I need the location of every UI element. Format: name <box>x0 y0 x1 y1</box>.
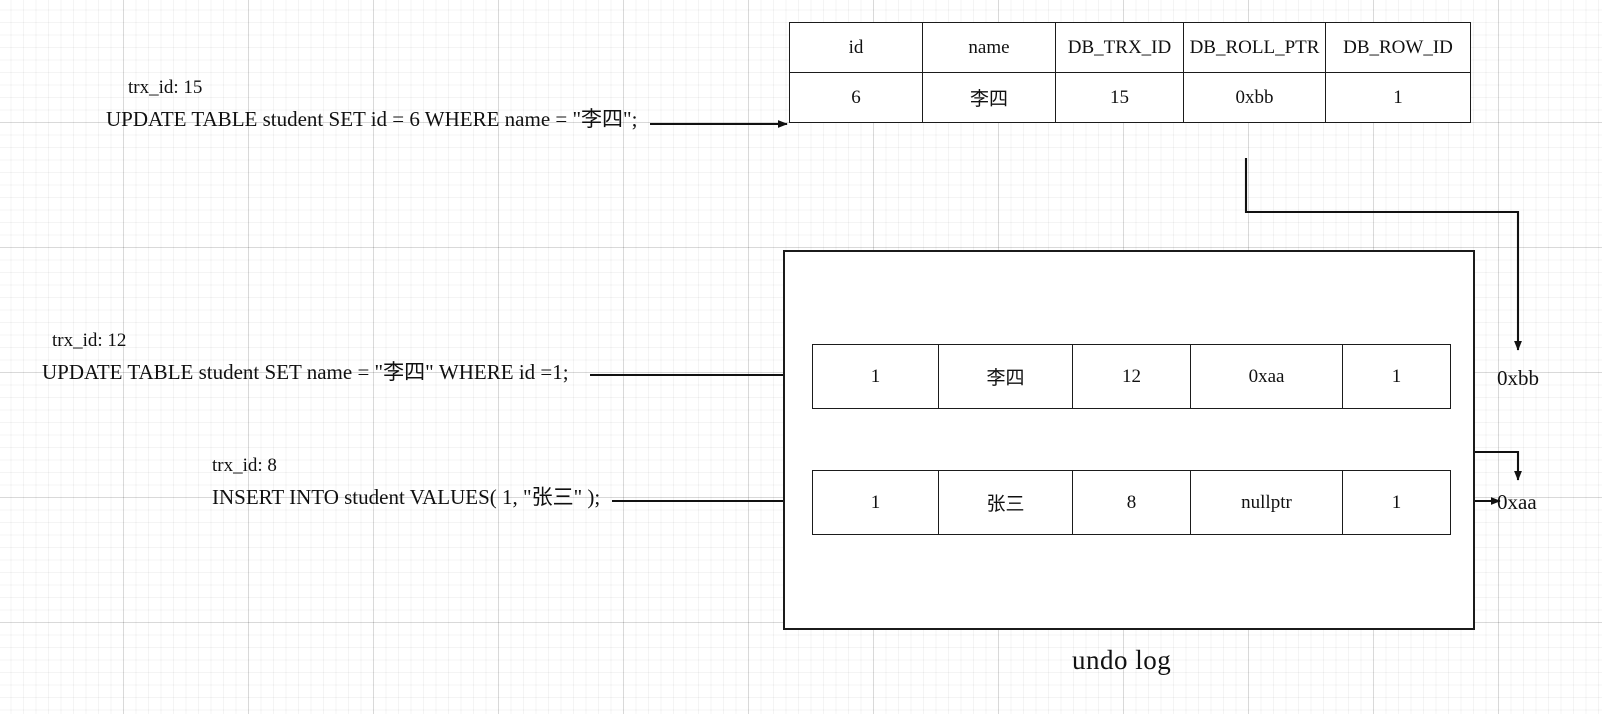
undo-row-1-cell-db-trx-id: 12 <box>1072 344 1191 409</box>
statement-block-3: trx_id: 8 INSERT INTO student VALUES( 1,… <box>212 456 600 508</box>
undo-row-1-cell-db-roll-ptr: 0xaa <box>1190 344 1343 409</box>
pointer-label-0xbb: 0xbb <box>1497 366 1539 390</box>
record-table-header-id: id <box>789 22 923 73</box>
statement-trx-id-2: trx_id: 12 <box>52 330 127 351</box>
undo-log-row-1: 1 李四 12 0xaa 1 <box>812 344 1451 409</box>
record-table-header-db-row-id: DB_ROW_ID <box>1325 22 1471 73</box>
record-table-header-db-trx-id: DB_TRX_ID <box>1055 22 1184 73</box>
statement-trx-id-3: trx_id: 8 <box>212 455 277 476</box>
record-cell-name: 李四 <box>922 72 1056 123</box>
record-cell-db-trx-id: 15 <box>1055 72 1184 123</box>
undo-row-1-cell-id: 1 <box>812 344 939 409</box>
undo-row-2-cell-id: 1 <box>812 470 939 535</box>
statement-sql-1: UPDATE TABLE student SET id = 6 WHERE na… <box>106 106 638 131</box>
undo-row-2-cell-db-trx-id: 8 <box>1072 470 1191 535</box>
statement-block-1: trx_id: 15 UPDATE TABLE student SET id =… <box>106 78 637 130</box>
record-table-header-row: id name DB_TRX_ID DB_ROLL_PTR DB_ROW_ID <box>789 22 1471 73</box>
undo-row-2-cell-name: 张三 <box>938 470 1073 535</box>
undo-row-1-cell-db-row-id: 1 <box>1342 344 1451 409</box>
undo-log-container <box>783 250 1475 630</box>
pointer-label-0xaa: 0xaa <box>1497 490 1537 514</box>
record-table-row: 6 李四 15 0xbb 1 <box>789 72 1471 123</box>
record-cell-db-roll-ptr: 0xbb <box>1183 72 1326 123</box>
record-cell-db-row-id: 1 <box>1325 72 1471 123</box>
statement-sql-3: INSERT INTO student VALUES( 1, "张三" ); <box>212 484 601 509</box>
record-table-header-db-roll-ptr: DB_ROLL_PTR <box>1183 22 1326 73</box>
statement-sql-2: UPDATE TABLE student SET name = "李四" WHE… <box>42 359 569 384</box>
undo-log-row-2: 1 张三 8 nullptr 1 <box>812 470 1451 535</box>
undo-row-2-cell-db-roll-ptr: nullptr <box>1190 470 1343 535</box>
undo-row-1-cell-name: 李四 <box>938 344 1073 409</box>
record-cell-id: 6 <box>789 72 923 123</box>
statement-trx-id-1: trx_id: 15 <box>128 77 203 98</box>
undo-row-2-cell-db-row-id: 1 <box>1342 470 1451 535</box>
record-table: id name DB_TRX_ID DB_ROLL_PTR DB_ROW_ID … <box>789 22 1471 123</box>
statement-block-2: trx_id: 12 UPDATE TABLE student SET name… <box>42 331 569 383</box>
undo-log-caption: undo log <box>1072 645 1172 675</box>
record-table-header-name: name <box>922 22 1056 73</box>
